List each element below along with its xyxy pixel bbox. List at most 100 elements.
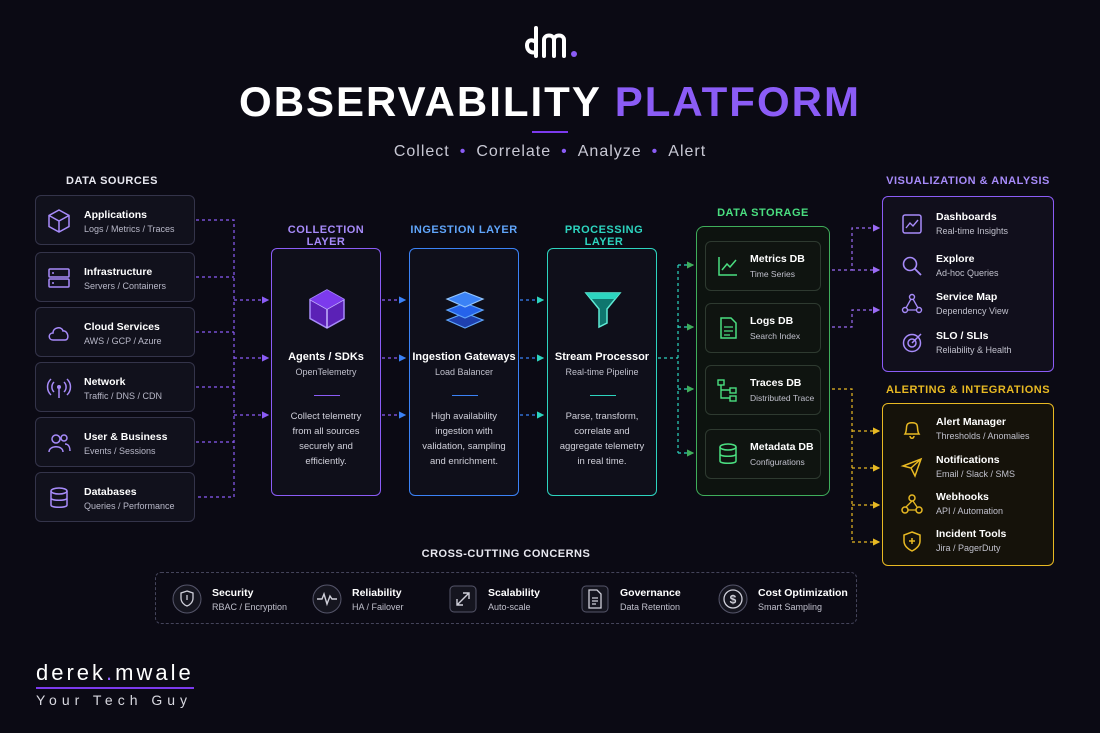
metrics-db: Metrics DB Time Series [705, 241, 821, 291]
processing-divider [590, 395, 616, 396]
visualization-heading: VISUALIZATION & ANALYSIS [886, 175, 1050, 187]
logs-db: Logs DB Search Index [705, 303, 821, 353]
db-subtitle: Time Series [750, 269, 796, 279]
alert-item-notifications[interactable]: Notifications Email / Slack / SMS [897, 452, 1047, 486]
source-infrastructure: Infrastructure Servers / Containers [35, 252, 195, 302]
alert-title: Notifications [936, 454, 1000, 466]
alert-item-webhooks[interactable]: Webhooks API / Automation [897, 489, 1047, 523]
alert-item-incident-tools[interactable]: Incident Tools Jira / PagerDuty [897, 526, 1047, 560]
viz-item-explore[interactable]: Explore Ad-hoc Queries [897, 251, 1047, 285]
brand-last: mwale [115, 660, 194, 685]
send-icon [900, 457, 923, 478]
concern-title: Reliability [352, 587, 402, 599]
alerting-panel: Alert Manager Thresholds / Anomalies Not… [882, 403, 1054, 566]
cross-cutting-panel: Security RBAC / Encryption Reliability H… [155, 572, 857, 624]
source-title: Databases [84, 486, 137, 498]
source-subtitle: Events / Sessions [84, 446, 156, 456]
concern-reliability: Reliability HA / Failover [312, 581, 442, 617]
alert-title: Incident Tools [936, 528, 1007, 540]
alert-title: Alert Manager [936, 416, 1007, 428]
ingestion-layer-heading: INGESTION LAYER [410, 224, 518, 236]
cross-cutting-heading: CROSS-CUTTING CONCERNS [421, 548, 591, 560]
cube-icon [48, 209, 70, 233]
document-icon [720, 317, 737, 339]
viz-subtitle: Reliability & Health [936, 345, 1012, 355]
db-title: Metadata DB [750, 441, 814, 453]
source-subtitle: Servers / Containers [84, 281, 167, 291]
collection-layer-heading: COLLECTION LAYER [287, 224, 365, 248]
collection-name: Agents / SDKs [288, 351, 364, 363]
source-cloud-services: Cloud Services AWS / GCP / Azure [35, 307, 195, 357]
viz-title: Service Map [936, 291, 998, 303]
dollar-icon: $ [718, 584, 748, 614]
concern-title: Cost Optimization [758, 587, 848, 599]
data-storage-box: Metrics DB Time Series Logs DB Search In… [696, 226, 830, 496]
cloud-icon [48, 327, 69, 341]
concern-title: Scalability [488, 587, 540, 599]
source-databases: Databases Queries / Performance [35, 472, 195, 522]
alert-subtitle: Email / Slack / SMS [936, 469, 1016, 479]
shield-icon [172, 584, 202, 614]
concern-title: Governance [620, 587, 681, 599]
collection-sub: OpenTelemetry [295, 367, 357, 377]
brand-tagline: Your Tech Guy [36, 692, 193, 708]
db-subtitle: Distributed Trace [750, 393, 815, 403]
shield-plus-icon [903, 531, 921, 552]
users-icon [48, 434, 71, 453]
viz-title: Dashboards [936, 211, 997, 223]
db-subtitle: Search Index [750, 331, 801, 341]
source-title: Network [84, 376, 126, 388]
title-part-2: PLATFORM [614, 78, 861, 125]
svg-text:$: $ [730, 593, 737, 607]
viz-subtitle: Dependency View [936, 306, 1009, 316]
source-title: Infrastructure [84, 266, 153, 278]
network-icon [901, 293, 923, 314]
processing-layer-heading: PROCESSING LAYER [564, 224, 644, 248]
alert-item-alert-manager[interactable]: Alert Manager Thresholds / Anomalies [897, 414, 1047, 448]
collection-layer-box: Agents / SDKs OpenTelemetry Collect tele… [271, 248, 381, 496]
alerting-heading: ALERTING & INTEGRATIONS [885, 384, 1051, 396]
source-subtitle: AWS / GCP / Azure [84, 336, 162, 346]
brand-underline [36, 687, 194, 689]
alert-title: Webhooks [936, 491, 989, 503]
tagline-alert: Alert [668, 143, 707, 160]
brand-first: derek [36, 660, 107, 685]
viz-title: Explore [936, 253, 975, 265]
db-title: Logs DB [750, 315, 794, 327]
database-icon [50, 487, 68, 508]
viz-item-service-map[interactable]: Service Map Dependency View [897, 289, 1047, 323]
concern-subtitle: Data Retention [620, 602, 681, 612]
tagline-collect: Collect [393, 143, 450, 160]
collection-divider [314, 395, 340, 396]
processing-layer-box: Stream Processor Real-time Pipeline Pars… [547, 248, 657, 496]
title-part-1: OBSERVABILITY [239, 78, 602, 125]
ingestion-layer-box: Ingestion Gateways Load Balancer High av… [409, 248, 519, 496]
traces-db: Traces DB Distributed Trace [705, 365, 821, 415]
search-icon [902, 256, 922, 276]
viz-title: SLO / SLIs [936, 330, 989, 342]
alert-subtitle: Thresholds / Anomalies [936, 431, 1030, 441]
metadata-db: Metadata DB Configurations [705, 429, 821, 479]
dm-logo [525, 26, 577, 58]
ingestion-sub: Load Balancer [434, 367, 494, 377]
collection-desc: Collect telemetry from all sources secur… [290, 411, 362, 467]
webhook-icon [901, 494, 923, 514]
concern-scalability: Scalability Auto-scale [448, 581, 578, 617]
source-applications: Applications Logs / Metrics / Traces [35, 195, 195, 245]
viz-item-dashboards[interactable]: Dashboards Real-time Insights [897, 209, 1047, 243]
target-icon [902, 333, 922, 353]
viz-subtitle: Ad-hoc Queries [936, 268, 999, 278]
db-subtitle: Configurations [750, 457, 805, 467]
source-title: Applications [84, 209, 148, 221]
concern-cost-optimization: $ Cost Optimization Smart Sampling [718, 581, 850, 617]
viz-item-slo-slis[interactable]: SLO / SLIs Reliability & Health [897, 328, 1047, 362]
bell-icon [903, 422, 921, 439]
dashboard-icon [902, 214, 922, 234]
data-sources-heading: DATA SOURCES [66, 175, 158, 187]
brand-dot: . [106, 660, 116, 685]
concern-governance: Governance Data Retention [580, 581, 710, 617]
pulse-icon [312, 584, 342, 614]
database-icon [719, 443, 737, 464]
visualization-panel: Dashboards Real-time Insights Explore Ad… [882, 196, 1054, 372]
